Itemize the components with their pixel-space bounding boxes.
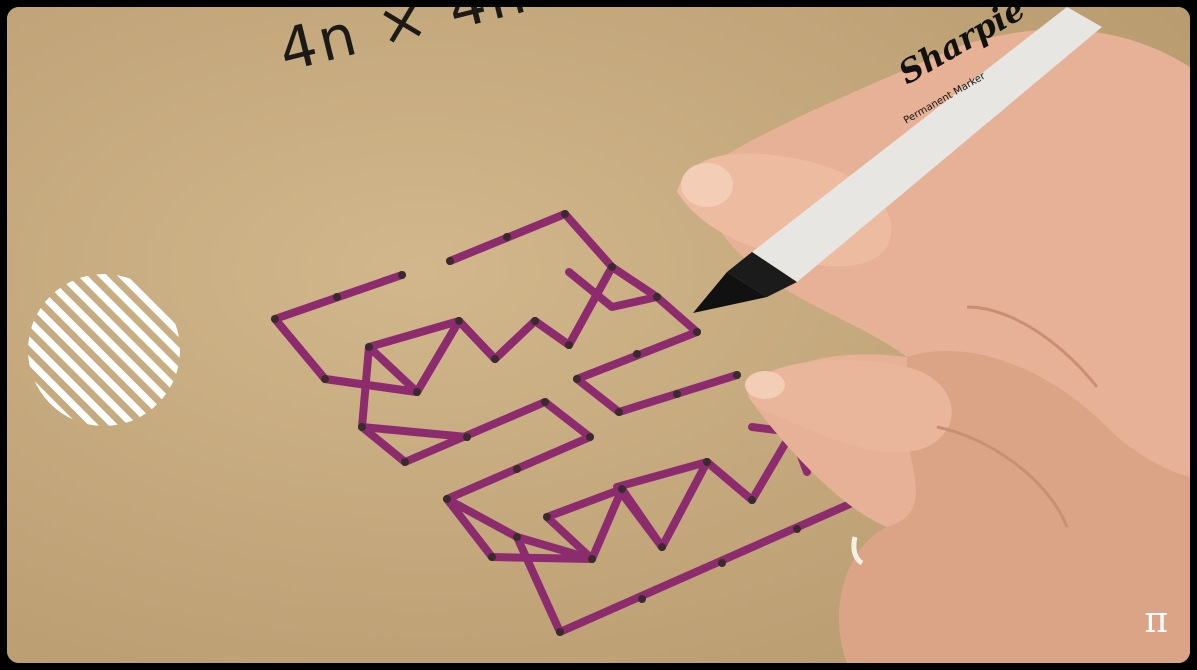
- scene-illustration: [7, 7, 1190, 663]
- pi-logo: π: [1144, 603, 1168, 639]
- video-frame: 4n × 4n Sharpie Permanent Marker π: [7, 7, 1190, 663]
